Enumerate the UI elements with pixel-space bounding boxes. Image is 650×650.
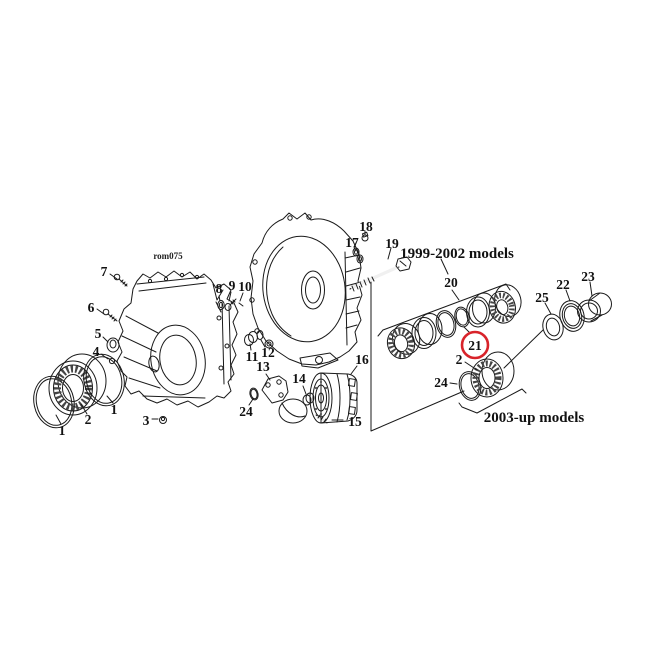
main-bearing-2-left (48, 353, 107, 416)
retaining-ring-1-right (83, 353, 125, 407)
callout-labels: 7 6 5 4 1 2 1 3 8 9 10 11 12 13 14 15 16… (59, 219, 595, 438)
highlight-circle-21 (460, 330, 490, 360)
callout-3: 3 (143, 413, 150, 428)
callout-15: 15 (348, 414, 362, 429)
callout-1-right: 1 (111, 402, 118, 417)
screw-9 (224, 298, 237, 311)
ring-12 (256, 330, 264, 340)
callout-2-right: 2 (456, 352, 463, 367)
callout-25: 25 (535, 290, 549, 305)
callout-6: 6 (88, 300, 95, 315)
callout-1-left: 1 (59, 423, 66, 438)
bolt-19 (349, 256, 412, 292)
callout-7: 7 (101, 264, 108, 279)
bushing-5 (106, 337, 120, 353)
callout-16: 16 (355, 352, 369, 367)
needle-bearing-2-right (470, 351, 515, 398)
label-1999-2002-models: 1999-2002 models (400, 246, 514, 262)
callout-21-highlighted: 21 (468, 338, 482, 353)
bushing-11 (244, 331, 258, 346)
group-2003-bracket (458, 388, 527, 414)
callout-19: 19 (385, 236, 399, 251)
screw-6 (102, 308, 118, 322)
bearing-race-20a (411, 313, 443, 349)
callout-20: 20 (444, 275, 458, 290)
washers-17 (352, 247, 364, 264)
bearing-race-20b (466, 292, 496, 328)
diagram-code: rom075 (153, 251, 183, 261)
panel-frame-lines (370, 281, 544, 432)
spacer-ring-21 (454, 306, 470, 328)
crankcase-left-half (116, 270, 239, 408)
callout-23: 23 (581, 269, 595, 284)
pin-10 (238, 302, 244, 307)
washer-8 (217, 299, 225, 311)
callout-10: 10 (238, 279, 252, 294)
bracket-13 (261, 375, 308, 424)
nut-3 (159, 416, 167, 424)
callout-4: 4 (93, 344, 100, 359)
callout-24-right: 24 (434, 375, 448, 390)
callout-24-left: 24 (239, 404, 253, 419)
callout-9: 9 (229, 278, 236, 293)
label-2003-up-models: 2003-up models (484, 410, 585, 426)
retaining-ring-1-left (33, 375, 75, 429)
ball-4 (108, 357, 116, 365)
callout-18: 18 (359, 219, 373, 234)
callout-12: 12 (261, 345, 275, 360)
callout-5: 5 (95, 326, 102, 341)
crankcase-right-half (249, 212, 363, 369)
nut-14 (302, 392, 315, 406)
callout-8: 8 (216, 281, 223, 296)
ring-24-left (249, 387, 259, 401)
callout-22: 22 (556, 277, 570, 292)
screw-7 (113, 273, 128, 287)
callout-17: 17 (345, 235, 359, 250)
callout-13: 13 (256, 359, 270, 374)
callout-11: 11 (246, 349, 259, 364)
snap-ring-20 (435, 310, 457, 338)
tapered-bearing-20 (488, 284, 522, 324)
sleeve-23 (577, 292, 612, 323)
callout-2-left: 2 (85, 412, 92, 427)
leader-lines (55, 230, 593, 425)
oil-filter-16 (309, 372, 358, 424)
callout-14: 14 (292, 371, 306, 386)
